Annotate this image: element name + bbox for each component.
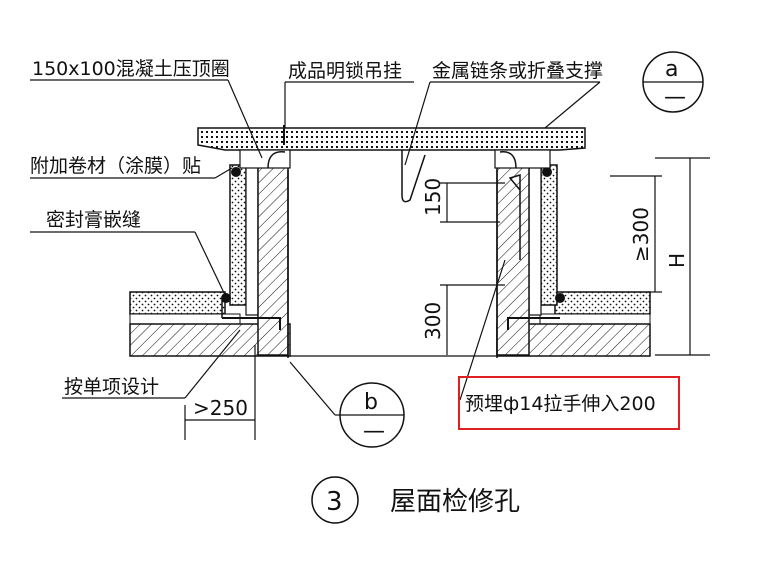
dimension-lines xyxy=(184,157,710,440)
callout-b-top: b xyxy=(364,390,378,415)
title-text: 屋面检修孔 xyxy=(390,487,520,517)
dim-H: H xyxy=(665,253,689,268)
sealant-dot-top-right xyxy=(542,167,552,177)
label-sealant: 密封膏嵌缝 xyxy=(46,208,141,231)
hatch-cover xyxy=(197,127,586,169)
drawing-title: 3 屋面检修孔 xyxy=(311,476,520,524)
curb-right xyxy=(496,164,560,356)
label-extra-membrane: 附加卷材（涂膜）贴 xyxy=(30,155,201,177)
callout-b-bottom: — xyxy=(363,419,385,444)
callout-a: a — xyxy=(642,51,704,113)
title-number: 3 xyxy=(326,487,343,517)
highlight-box xyxy=(458,376,680,430)
label-embedded-handle: 预埋ф14拉手伸入200 xyxy=(465,393,656,415)
leader-lines xyxy=(30,79,601,416)
embedded-handle xyxy=(508,173,521,260)
dim-300-right: ≥300 xyxy=(629,207,653,262)
sealant-dot-right xyxy=(555,293,565,303)
dim-300-left: 300 xyxy=(421,302,445,340)
dim-150: 150 xyxy=(421,178,445,216)
label-lock-hanger: 成品明锁吊挂 xyxy=(288,60,402,82)
sealant-dot-left xyxy=(221,293,231,303)
roof-slab-left xyxy=(129,291,291,357)
label-concrete-collar: 150x100混凝土压顶圈 xyxy=(32,58,230,80)
dim-250: >250 xyxy=(193,396,248,420)
label-per-item-design: 按单项设计 xyxy=(64,376,159,398)
curb-left xyxy=(221,164,289,356)
callout-a-bottom: — xyxy=(664,85,686,110)
chain-line xyxy=(401,150,426,203)
callout-b: b — xyxy=(339,382,405,448)
label-metal-chain: 金属链条或折叠支撑 xyxy=(432,60,603,82)
callout-a-top: a xyxy=(665,57,678,82)
sealant-dot-top-left xyxy=(231,167,241,177)
